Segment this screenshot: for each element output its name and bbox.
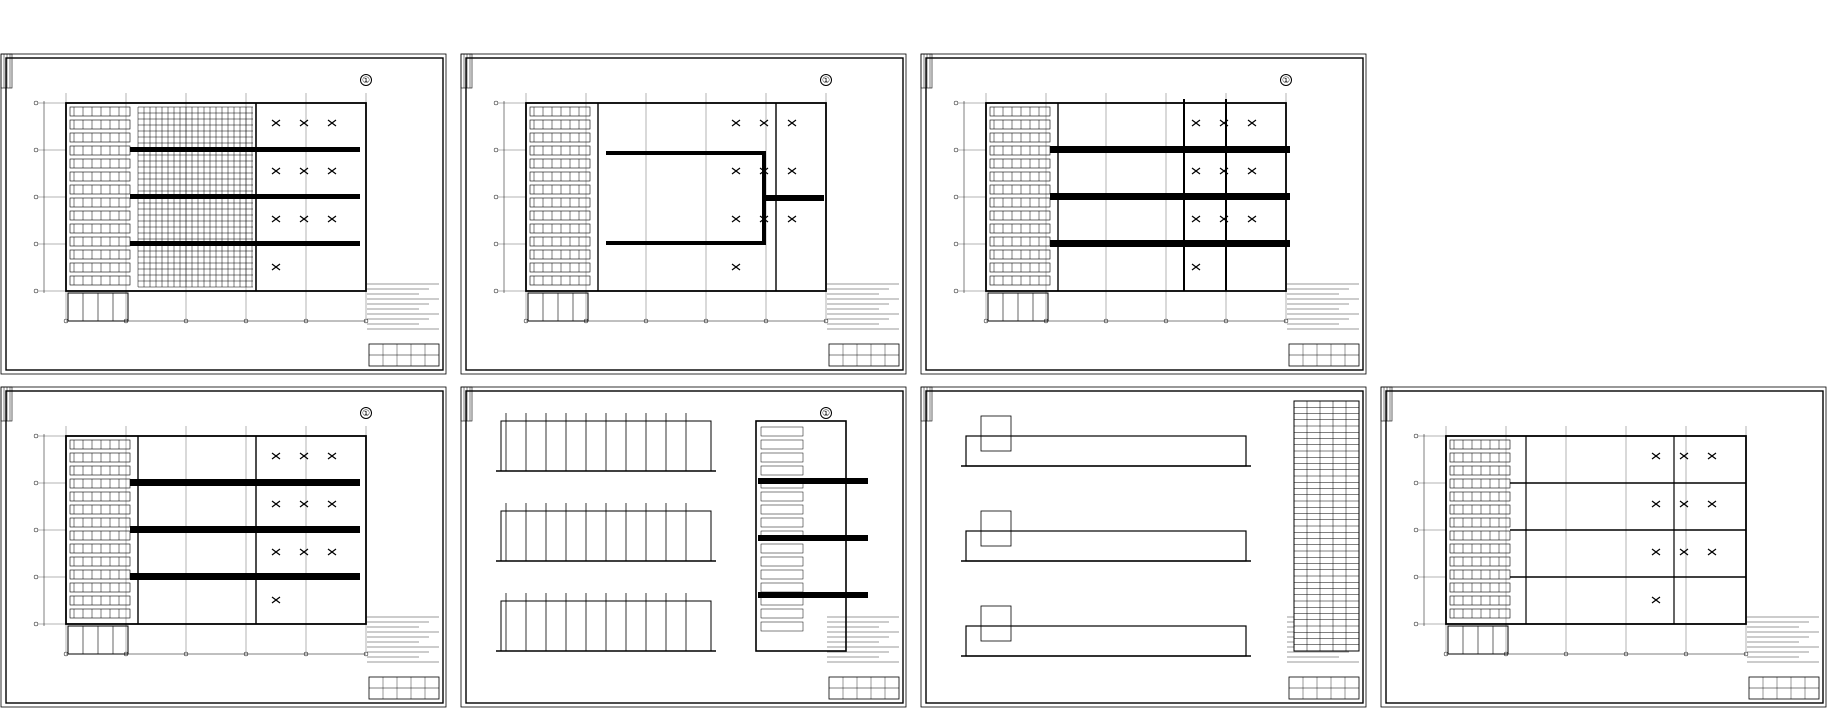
detail-marker — [1280, 74, 1292, 86]
axis-bubble — [953, 147, 959, 153]
axis-bubble — [493, 194, 499, 200]
axis-bubble — [953, 241, 959, 247]
equipment-column — [69, 439, 131, 619]
main-pipe — [130, 194, 360, 199]
main-pipe — [130, 479, 360, 486]
axis-bubble — [493, 100, 499, 106]
axis-bubble — [953, 194, 959, 200]
binding-strip — [460, 386, 473, 422]
outer-border — [920, 386, 1367, 708]
axis-bubble — [33, 433, 39, 439]
equipment-column — [989, 106, 1051, 286]
binding-strip — [1380, 386, 1393, 422]
valve-symbols — [271, 119, 337, 271]
axis-bubble — [33, 241, 39, 247]
notes-block — [1287, 283, 1359, 330]
detail-marker — [820, 74, 832, 86]
drawing-sheet-3: ① — [920, 53, 1367, 375]
outer-border — [920, 53, 1367, 375]
notes-block — [367, 283, 439, 330]
notes-block — [1747, 616, 1819, 663]
axis-bubble — [33, 621, 39, 627]
equipment-column — [69, 106, 131, 286]
main-channel — [606, 151, 766, 245]
axis-bubble — [493, 288, 499, 294]
main-pipe — [130, 147, 360, 152]
axis-bubble — [33, 100, 39, 106]
axis-bubble — [33, 480, 39, 486]
axis-bubble — [953, 100, 959, 106]
axis-bubble — [33, 147, 39, 153]
drawing-sheet-6 — [920, 386, 1367, 708]
valve-symbols — [271, 452, 337, 604]
axis-bubble — [33, 527, 39, 533]
outer-border — [460, 386, 907, 708]
axis-bubble — [953, 288, 959, 294]
outer-border — [460, 53, 907, 375]
equipment-column — [529, 106, 591, 286]
inner-frame — [1385, 390, 1824, 704]
main-pipe — [1050, 146, 1290, 153]
valve-symbols — [1191, 119, 1257, 271]
binding-strip — [920, 386, 933, 422]
main-pipe — [130, 573, 360, 580]
axis-bubble — [1413, 433, 1419, 439]
tank-section — [980, 605, 1012, 642]
notes-block — [827, 616, 899, 663]
inner-frame — [465, 390, 904, 704]
notes-block — [367, 616, 439, 663]
axis-bubble — [493, 147, 499, 153]
detail-marker-label: ① — [822, 76, 830, 86]
axis-bubble — [1413, 527, 1419, 533]
detail-marker-label: ① — [362, 76, 370, 86]
axis-bubble — [33, 288, 39, 294]
detail-marker — [360, 407, 372, 419]
main-pipe — [130, 241, 360, 246]
drawing-sheet-1: ① — [0, 53, 447, 375]
inner-frame — [5, 57, 444, 371]
axis-bubble — [33, 194, 39, 200]
outer-border — [0, 386, 447, 708]
drawing-sheet-2: ① — [460, 53, 907, 375]
drawing-sheet-7 — [1380, 386, 1827, 708]
drawing-sheet-4: ① — [0, 386, 447, 708]
inner-frame — [925, 390, 1364, 704]
main-pipe — [1050, 240, 1290, 247]
detail-marker-label: ① — [362, 409, 370, 419]
material-table — [1293, 400, 1360, 652]
main-pipe — [130, 526, 360, 533]
axis-bubble — [493, 241, 499, 247]
binding-strip — [0, 53, 13, 89]
notes-block — [827, 283, 899, 330]
inner-frame — [5, 390, 444, 704]
main-pipe — [758, 478, 868, 484]
outlet-pipe — [764, 195, 824, 201]
axis-bubble — [1413, 480, 1419, 486]
detail-marker — [360, 74, 372, 86]
axis-bubble — [33, 574, 39, 580]
axis-bubble — [1413, 574, 1419, 580]
binding-strip — [920, 53, 933, 89]
main-pipe — [758, 535, 868, 541]
inner-frame — [465, 57, 904, 371]
valve-symbols — [731, 119, 797, 271]
drawing-sheet-5: ① — [460, 386, 907, 708]
inner-frame — [925, 57, 1364, 371]
binding-strip — [460, 53, 473, 89]
equipment-column — [1449, 439, 1511, 619]
tank-section — [980, 510, 1012, 547]
tank-section — [980, 415, 1012, 452]
main-pipe — [758, 592, 868, 598]
detail-marker-label: ① — [822, 409, 830, 419]
axis-bubble — [1413, 621, 1419, 627]
detail-marker — [820, 407, 832, 419]
valve-symbols — [1651, 452, 1717, 604]
main-pipe — [1050, 193, 1290, 200]
detail-marker-label: ① — [1282, 76, 1290, 86]
outer-border — [1380, 386, 1827, 708]
binding-strip — [0, 386, 13, 422]
outer-border — [0, 53, 447, 375]
